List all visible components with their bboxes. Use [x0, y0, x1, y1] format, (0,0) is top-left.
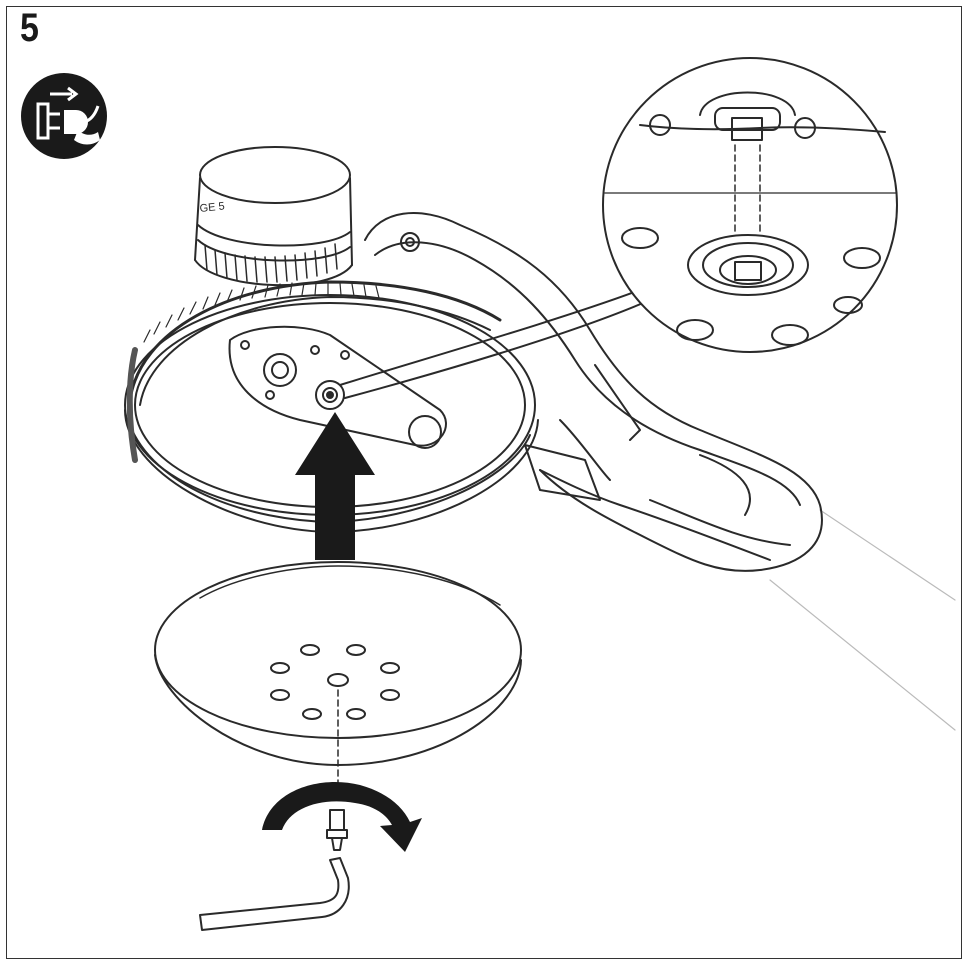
unplug-power-icon	[21, 73, 107, 159]
tool-handle	[364, 212, 823, 572]
motor-housing: GE 5	[194, 146, 353, 287]
disc-holes	[270, 644, 400, 720]
perspective-line	[769, 579, 956, 731]
perspective-line	[819, 509, 956, 601]
arrow-up-icon	[295, 412, 375, 560]
hex-key	[199, 857, 350, 931]
zoom-leader	[339, 289, 641, 386]
detail-magnifier	[602, 57, 898, 353]
step-number: 5	[20, 6, 39, 50]
screw	[326, 809, 348, 851]
zoom-leader	[344, 299, 651, 399]
tool-label: GE 5	[199, 200, 225, 215]
sanding-disc	[154, 561, 522, 801]
rotate-clockwise-icon	[262, 782, 422, 852]
